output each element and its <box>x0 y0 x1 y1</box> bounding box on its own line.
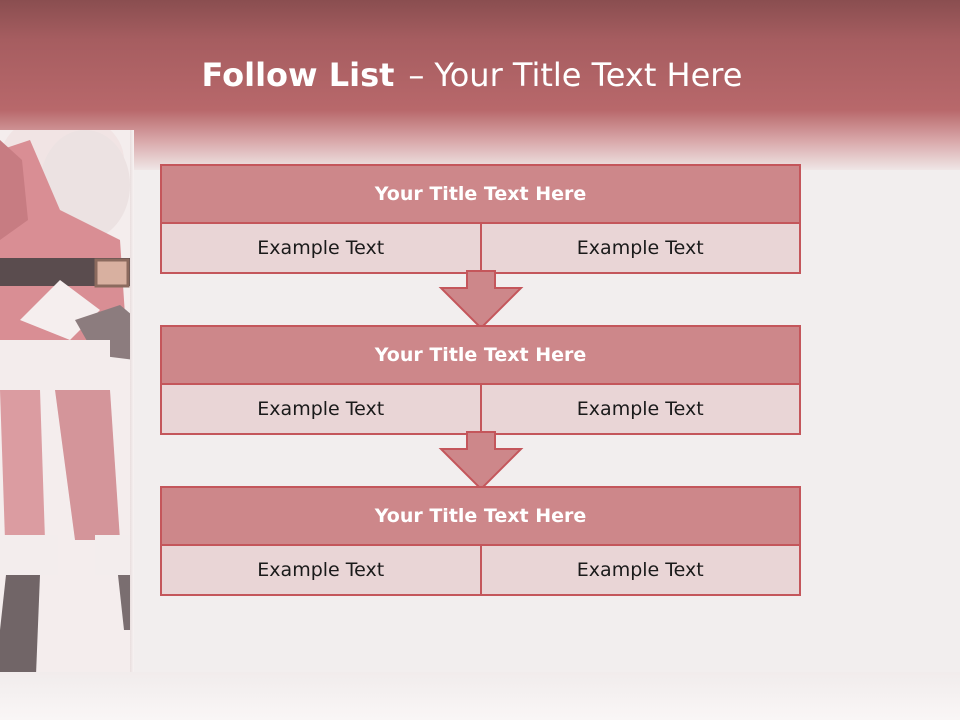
block-row: Example Text Example Text <box>162 546 799 594</box>
panel-edge <box>130 130 134 710</box>
floor-strip <box>0 672 960 720</box>
block-cell-left: Example Text <box>162 224 480 272</box>
slide-title: Follow List–Your Title Text Here <box>0 56 944 94</box>
block-cell-right: Example Text <box>481 546 799 594</box>
block-title: Your Title Text Here <box>162 327 799 383</box>
header-band <box>0 0 960 170</box>
block-cell-left: Example Text <box>162 385 480 433</box>
block-cell-left: Example Text <box>162 546 480 594</box>
list-block-2: Your Title Text Here Example Text Exampl… <box>160 325 801 435</box>
block-row: Example Text Example Text <box>162 385 799 433</box>
santa-illustration <box>0 130 134 702</box>
list-block-3: Your Title Text Here Example Text Exampl… <box>160 486 801 596</box>
slide-title-dash: – <box>408 56 425 94</box>
slide-title-rest: Your Title Text Here <box>434 56 743 94</box>
santa-image <box>0 130 134 720</box>
block-title: Your Title Text Here <box>162 488 799 544</box>
down-arrow-icon <box>438 431 524 491</box>
list-block-1: Your Title Text Here Example Text Exampl… <box>160 164 801 274</box>
block-title: Your Title Text Here <box>162 166 799 222</box>
block-cell-right: Example Text <box>481 224 799 272</box>
block-cell-right: Example Text <box>481 385 799 433</box>
block-row: Example Text Example Text <box>162 224 799 272</box>
down-arrow-icon <box>438 270 524 330</box>
slide-title-bold: Follow List <box>201 56 395 94</box>
